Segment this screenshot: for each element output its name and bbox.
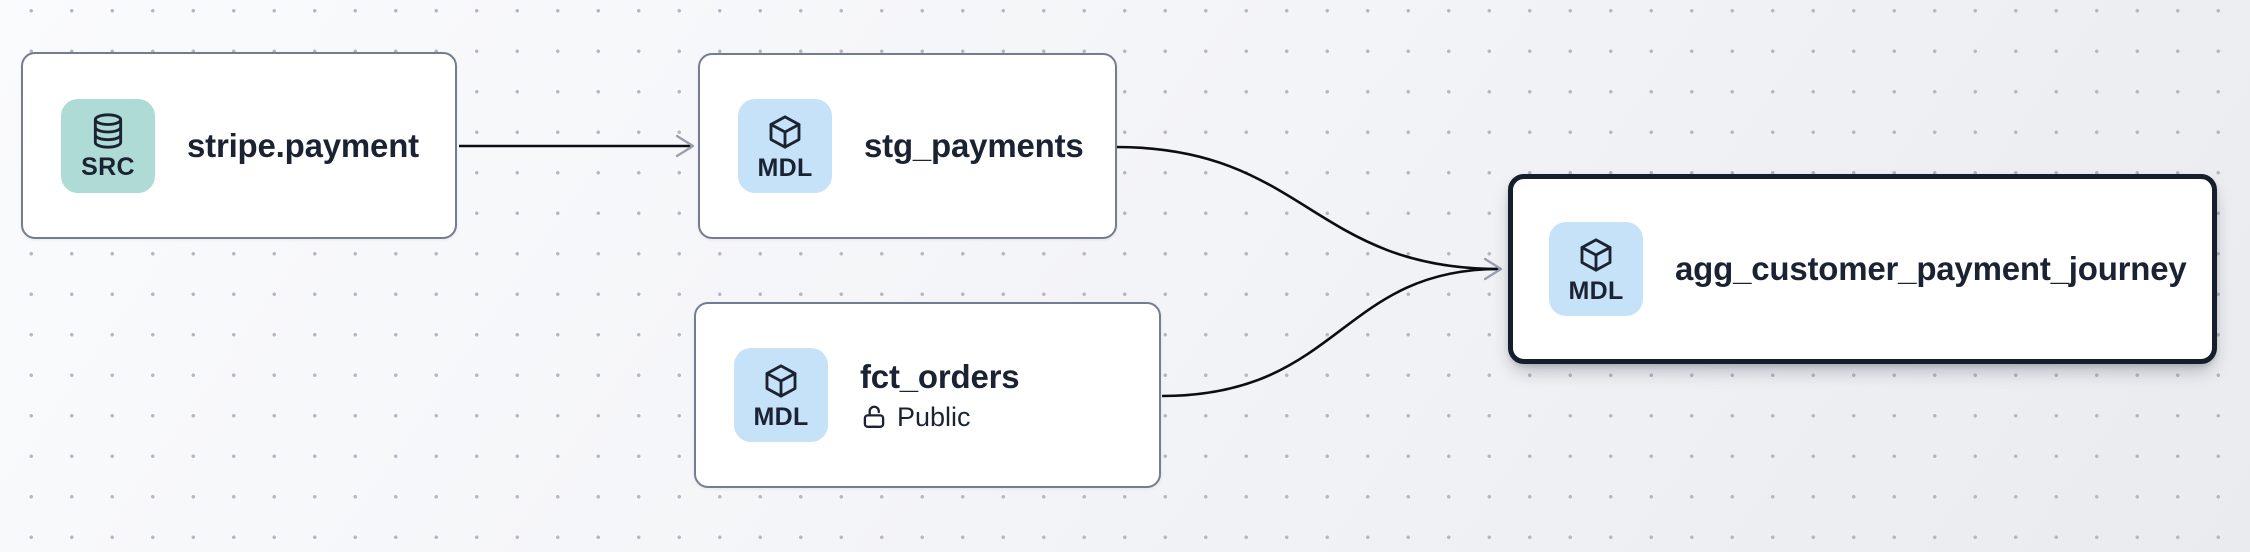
model-type-badge: MDL [734, 348, 828, 442]
edge-stg-payments-to-agg-customer-payment-journey [1115, 145, 1500, 271]
node-title: stg_payments [864, 127, 1084, 164]
cube-icon [1580, 237, 1612, 272]
node-title: agg_customer_payment_journey [1675, 250, 2187, 287]
access-label: Public [897, 401, 971, 432]
node-fct-orders[interactable]: MDL fct_orders Public [694, 302, 1161, 488]
node-agg-customer-payment-journey[interactable]: MDL agg_customer_payment_journey [1508, 174, 2217, 364]
source-type-badge: SRC [61, 98, 155, 193]
badge-label: MDL [1568, 276, 1624, 305]
node-title: stripe.payment [187, 126, 419, 164]
lock-open-icon [863, 405, 885, 428]
cube-icon [765, 363, 797, 398]
model-type-badge: MDL [1549, 222, 1643, 316]
node-stripe-payment[interactable]: SRC stripe.payment [21, 52, 457, 239]
cube-icon [769, 114, 801, 149]
arrowhead-icon [675, 134, 695, 158]
edge-fct-orders-to-agg-customer-payment-journey [1161, 267, 1500, 398]
node-title: fct_orders [860, 357, 1020, 395]
badge-label: MDL [753, 402, 809, 431]
badge-label: MDL [757, 153, 813, 182]
node-text: fct_orders Public [860, 357, 1020, 433]
arrowhead-icon [1483, 257, 1503, 281]
access-row: Public [860, 402, 1019, 433]
database-icon [93, 113, 123, 149]
node-stg-payments[interactable]: MDL stg_payments [698, 53, 1117, 239]
model-type-badge: MDL [738, 99, 832, 193]
badge-label: SRC [81, 153, 135, 181]
